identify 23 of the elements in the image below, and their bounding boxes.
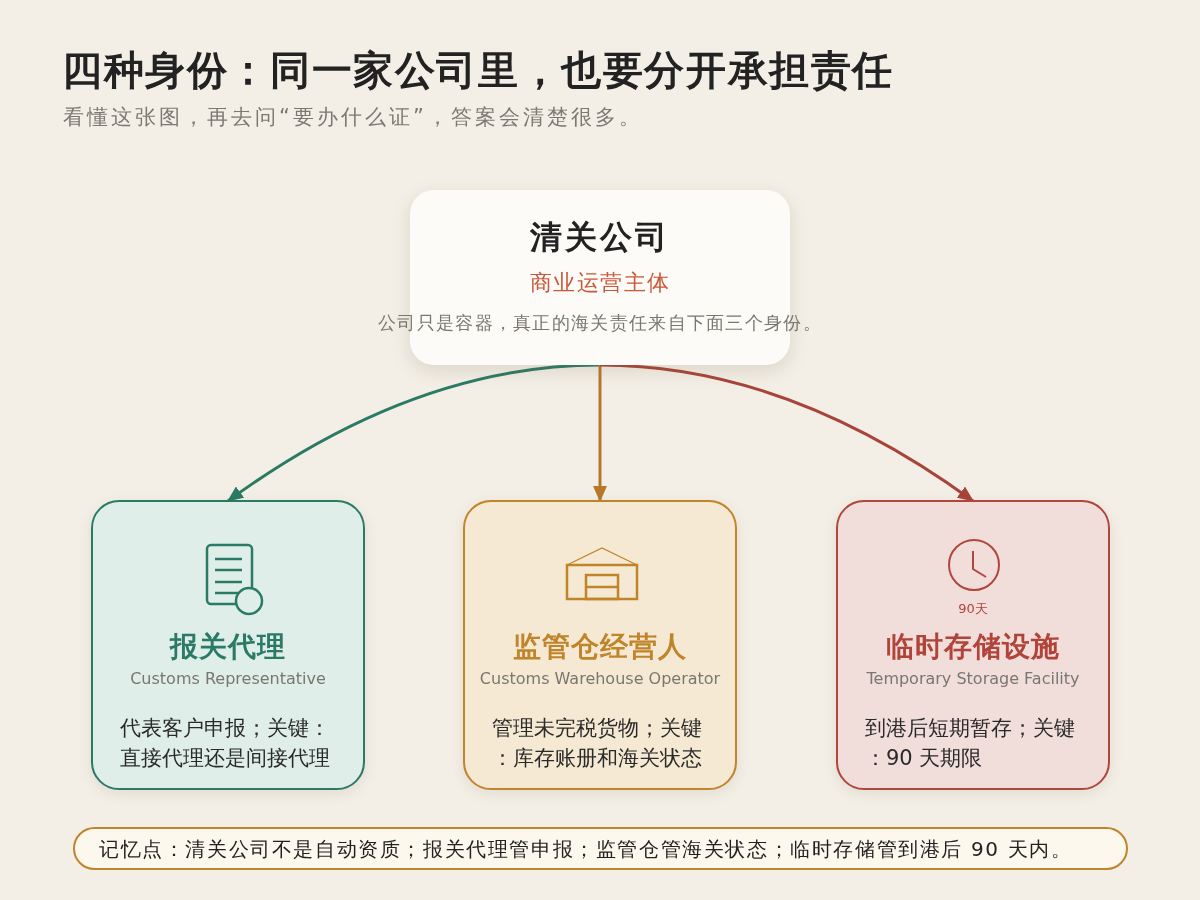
english-subtitle: Temporary Storage Facility	[866, 668, 1080, 690]
description-text: 代表客户申报；关键：直接代理还是间接代理	[120, 715, 331, 772]
role-card	[836, 500, 1110, 790]
page-subtitle: 看懂这张图，再去问“要办什么证”，答案会清楚很多。	[63, 104, 643, 131]
english-subtitle: Customs Warehouse Operator	[479, 668, 721, 690]
description-text: 到港后短期暂存；关键：90 天期限	[865, 715, 1076, 772]
role-card	[91, 500, 365, 790]
note-text: 记忆点：清关公司不是自动资质；报关代理管申报；监管仓管海关状态；临时存储管到港后 90 天内。	[99, 835, 1073, 862]
role-card	[463, 500, 737, 790]
card-title: 临时存储设施	[886, 630, 1060, 664]
note-bar	[73, 827, 1128, 870]
page-title: 四种身份：同一家公司里，也要分开承担责任	[62, 46, 894, 95]
card-title: 监管仓经营人	[513, 630, 687, 664]
duration-label: 90天	[958, 600, 988, 618]
card-note: 公司只是容器，真正的海关责任来自下面三个身份。	[378, 311, 822, 335]
english-subtitle: Customs Representative	[130, 668, 326, 690]
description-text: 管理未完税货物；关键：库存账册和海关状态	[492, 715, 703, 772]
card-subtitle: 商业运营主体	[529, 269, 671, 297]
arrow	[599, 363, 974, 503]
card-title: 清关公司	[530, 217, 670, 257]
card-title: 报关代理	[170, 630, 286, 664]
arrow	[227, 363, 601, 503]
arrow	[593, 365, 607, 502]
